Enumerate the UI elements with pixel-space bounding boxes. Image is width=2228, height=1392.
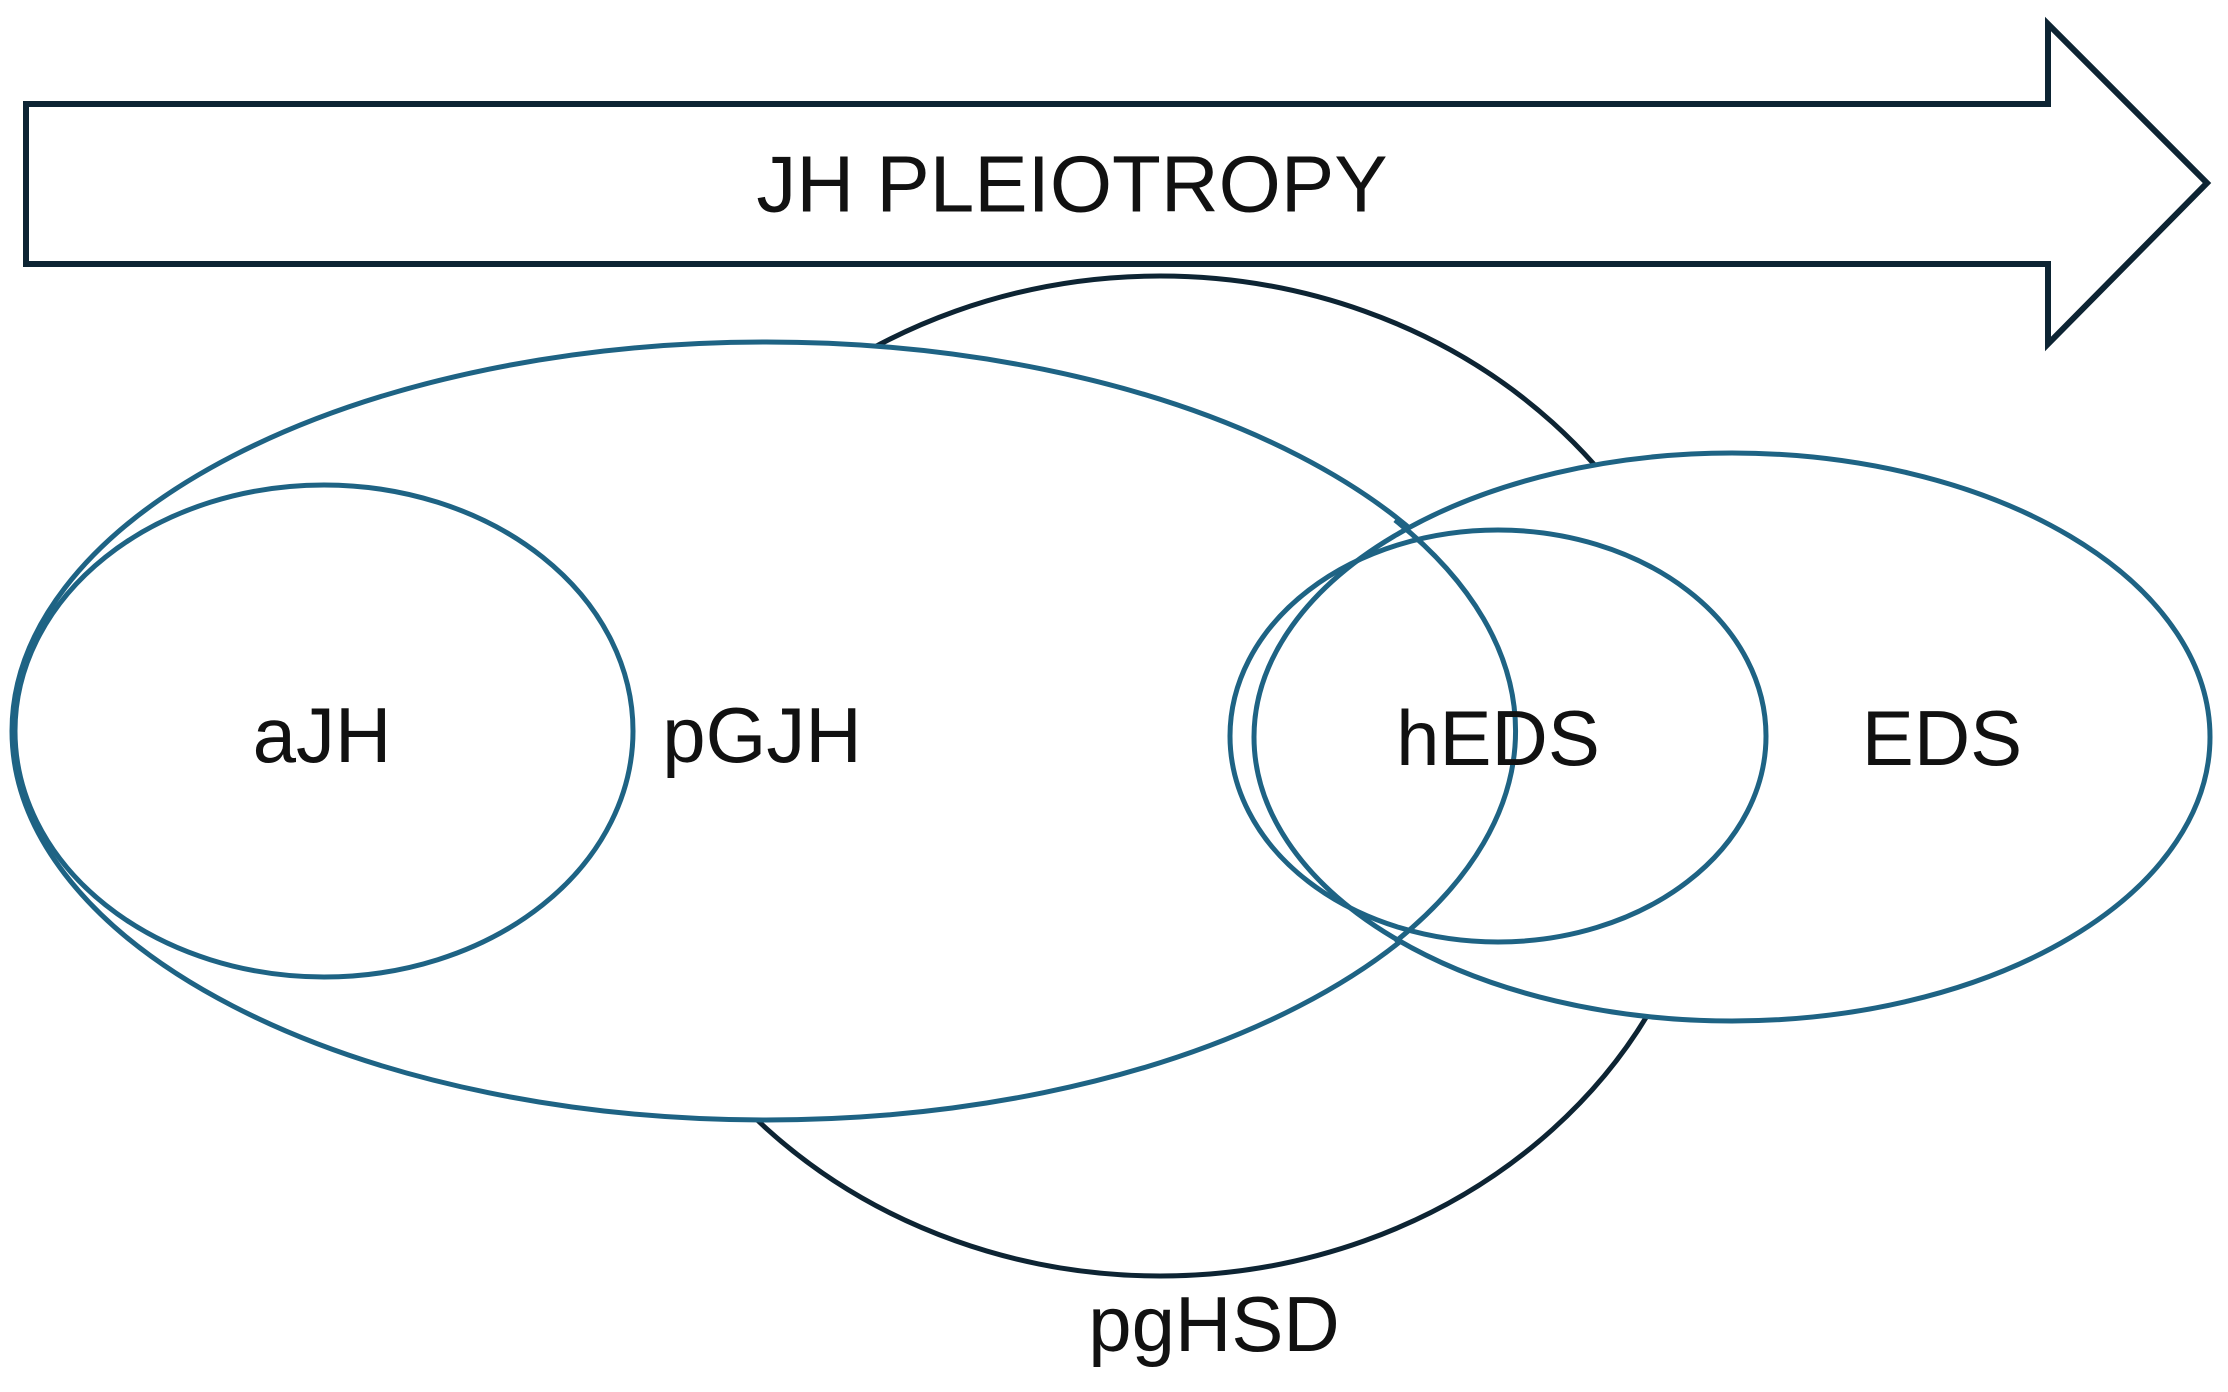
heds-label: hEDS <box>1396 694 1600 782</box>
ajh-label: aJH <box>253 691 392 779</box>
pgjh-inner-arc <box>1393 518 1519 944</box>
heds-ellipse <box>1227 527 1769 945</box>
ajh-ellipse <box>12 482 636 980</box>
pgjh-label: pGJH <box>662 691 861 779</box>
pghsd-label: pgHSD <box>1088 1280 1339 1368</box>
pleiotropy-arrow <box>23 16 2212 352</box>
eds-label: EDS <box>1862 694 2022 782</box>
pleiotropy-arrow-label: JH PLEIOTROPY <box>756 140 1387 229</box>
eds-ellipse <box>1251 450 2213 1024</box>
